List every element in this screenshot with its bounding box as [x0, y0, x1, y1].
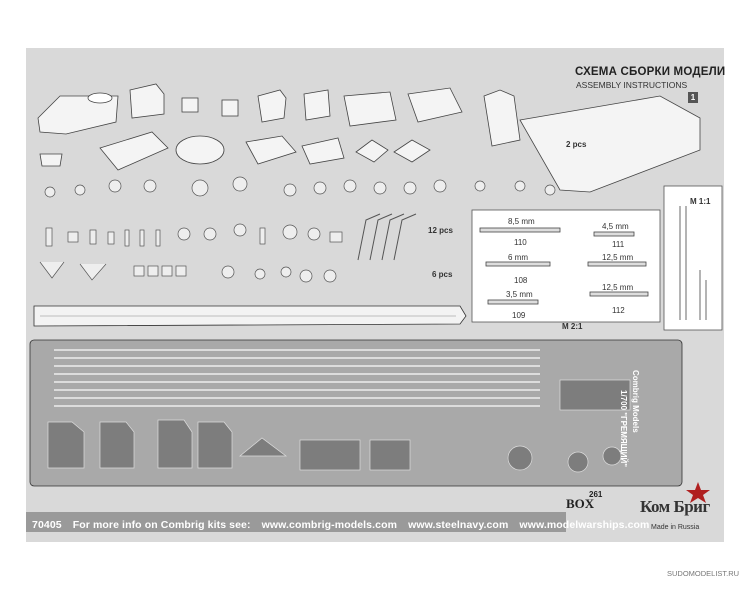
box-number: 261	[589, 490, 603, 499]
page-title: СХЕМА СБОРКИ МОДЕЛИ	[575, 66, 726, 78]
scale-m21: M 2:1	[562, 322, 583, 331]
footer-code: 70405	[32, 519, 62, 531]
ladder-parts	[357, 213, 417, 261]
combrig-logo: Ком Бриг	[640, 497, 710, 516]
footer-url-steelnavy[interactable]: www.steelnavy.com	[408, 519, 509, 531]
pe-brand-label: Combrig Models	[631, 370, 640, 433]
measure-108-size: 6 mm	[508, 253, 528, 262]
footer-text: 70405 For more info on Combrig kits see:…	[32, 519, 658, 531]
sheet-number: 1	[688, 92, 698, 103]
made-in-russia: Made in Russia	[651, 524, 700, 531]
footer-url-combrig[interactable]: www.combrig-models.com	[261, 519, 398, 531]
footer-url-modelwarships[interactable]: www.modelwarships.com	[519, 519, 650, 531]
photo-etch-fret	[29, 339, 683, 487]
box-label: BOX	[566, 496, 595, 511]
hull	[33, 305, 467, 327]
superstructure-parts	[37, 83, 701, 193]
measure-112-size: 12,5 mm	[602, 283, 634, 292]
measure-109-size: 3,5 mm	[506, 290, 533, 299]
measurement-panel	[471, 185, 723, 331]
footer-info: For more info on Combrig kits see:	[72, 519, 251, 531]
part-count-c: 6 pcs	[432, 270, 453, 279]
measure-111-size: 4,5 mm	[602, 222, 629, 231]
fittings-parts	[39, 176, 556, 283]
measure-110-part: 110	[514, 238, 527, 247]
measure-111-part: 111	[612, 240, 625, 249]
measure-112-part: 112	[612, 306, 625, 315]
star-logo-icon	[686, 482, 710, 503]
measure-109-part: 109	[512, 311, 526, 320]
part-count-b: 12 pcs	[428, 226, 453, 235]
measure-108-part: 108	[514, 276, 528, 285]
footer-bar	[26, 512, 566, 532]
pe-scale-label: 1/700 "ГРЕМЯЩИЙ"	[619, 390, 628, 468]
scale-m11: M 1:1	[690, 197, 711, 206]
part-count-a: 2 pcs	[566, 140, 587, 149]
credit-watermark: SUDOMODELIST.RU	[667, 569, 740, 578]
measure-110-size: 8,5 mm	[508, 217, 535, 226]
measure-112-top-size: 12,5 mm	[602, 253, 634, 262]
page-subtitle: ASSEMBLY INSTRUCTIONS	[576, 80, 688, 90]
